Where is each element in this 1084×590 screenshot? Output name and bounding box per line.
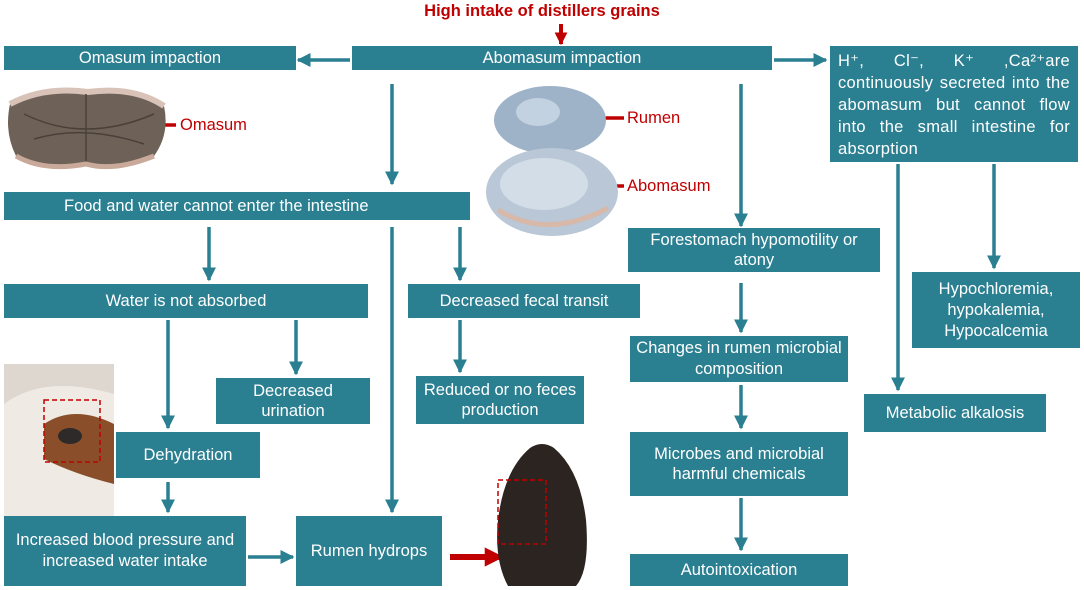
box-food-water: Food and water cannot enter the intestin… xyxy=(4,192,470,220)
cow-back-photo xyxy=(490,440,594,586)
text-metabolic-alkalosis: Metabolic alkalosis xyxy=(885,404,1025,422)
box-dehydration: Dehydration xyxy=(116,432,260,478)
diagram-title: High intake of distillers grains xyxy=(424,2,660,20)
box-autointoxication: Autointoxication xyxy=(630,554,848,586)
box-rumen-hydrops: Rumen hydrops xyxy=(296,516,442,586)
box-changes-rumen: Changes in rumen microbial composition xyxy=(630,336,848,382)
box-decreased-fecal: Decreased fecal transit xyxy=(408,284,640,318)
text-dehydration: Dehydration xyxy=(143,446,233,464)
text-water-not-absorbed: Water is not absorbed xyxy=(105,292,267,310)
box-omasum-impaction: Omasum impaction xyxy=(4,46,296,70)
text-changes-rumen: Changes in rumen microbial composition xyxy=(636,339,842,378)
cow-eye-photo xyxy=(4,364,114,516)
text-hypochloremia: Hypochloremia, hypokalemia, Hypocalcemia xyxy=(938,279,1054,340)
stomach-photo xyxy=(478,80,622,240)
text-food-water: Food and water cannot enter the intestin… xyxy=(64,197,369,215)
box-decreased-urination: Decreased urination xyxy=(216,378,370,424)
omasum-label: Omasum xyxy=(180,116,247,134)
rumen-label: Rumen xyxy=(627,109,681,127)
text-abomasum-impaction: Abomasum impaction xyxy=(482,49,642,67)
abomasum-label: Abomasum xyxy=(627,177,711,195)
box-ion-secretion: H⁺, Cl⁻, K⁺ ,Ca²⁺are continuously secret… xyxy=(830,46,1078,162)
box-microbes: Microbes and microbial harmful chemicals xyxy=(630,432,848,496)
text-rumen-hydrops: Rumen hydrops xyxy=(310,542,428,560)
text-forestomach: Forestomach hypomotility or atony xyxy=(650,231,858,269)
box-forestomach: Forestomach hypomotility or atony xyxy=(628,228,880,272)
text-autointoxication: Autointoxication xyxy=(680,561,798,579)
text-ion-secretion: H⁺, Cl⁻, K⁺ ,Ca²⁺are continuously secret… xyxy=(838,52,1070,158)
box-water-not-absorbed: Water is not absorbed xyxy=(4,284,368,318)
box-increased-bp: Increased blood pressure and increased w… xyxy=(4,516,246,586)
box-reduced-feces: Reduced or no feces production xyxy=(416,376,584,424)
box-hypochloremia: Hypochloremia, hypokalemia, Hypocalcemia xyxy=(912,272,1080,348)
text-omasum-impaction: Omasum impaction xyxy=(78,49,222,67)
box-metabolic-alkalosis: Metabolic alkalosis xyxy=(864,394,1046,432)
text-increased-bp: Increased blood pressure and increased w… xyxy=(15,531,235,570)
box-abomasum-impaction: Abomasum impaction xyxy=(352,46,772,70)
text-microbes: Microbes and microbial harmful chemicals xyxy=(654,445,824,483)
text-reduced-feces: Reduced or no feces production xyxy=(423,381,577,419)
text-decreased-fecal: Decreased fecal transit xyxy=(439,292,609,310)
text-decreased-urination: Decreased urination xyxy=(253,382,333,420)
omasum-photo xyxy=(4,84,170,172)
